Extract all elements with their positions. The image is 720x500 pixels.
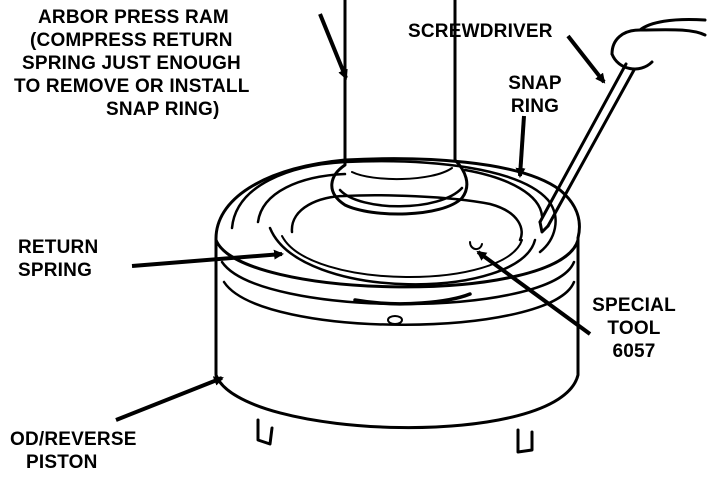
label-piston-line-1: OD/REVERSE bbox=[10, 429, 137, 450]
label-snap-ring-line-1: SNAP bbox=[508, 73, 562, 94]
label-return-spring: RETURN SPRING bbox=[18, 236, 98, 282]
label-ram-line-4: TO REMOVE OR INSTALL bbox=[14, 76, 250, 97]
label-special-tool: SPECIAL TOOL 6057 bbox=[578, 294, 690, 363]
special-tool-leader-arrow bbox=[476, 250, 592, 336]
label-special-tool-line-1: SPECIAL bbox=[592, 295, 676, 316]
special-tool-6057 bbox=[290, 194, 523, 250]
label-special-tool-line-2: TOOL bbox=[607, 318, 661, 339]
label-screwdriver: SCREWDRIVER bbox=[408, 21, 553, 42]
label-piston: OD/REVERSE PISTON bbox=[10, 428, 137, 474]
piston-leader-arrow bbox=[115, 376, 224, 422]
label-ram-line-3: SPRING JUST ENOUGH bbox=[22, 53, 241, 74]
screwdriver-leader-arrow bbox=[566, 34, 606, 84]
label-snap-ring-line-2: RING bbox=[510, 96, 560, 117]
snap-ring-leader-arrow bbox=[515, 115, 526, 178]
ram-leader-arrow bbox=[318, 13, 348, 80]
label-return-spring-line-2: SPRING bbox=[18, 260, 93, 281]
arbor-press-ram bbox=[330, 0, 469, 216]
label-ram-line-2: (COMPRESS RETURN bbox=[30, 30, 233, 51]
label-ram: ARBOR PRESS RAM (COMPRESS RETURN SPRING … bbox=[14, 6, 344, 121]
label-ram-line-5: SNAP RING) bbox=[106, 99, 220, 120]
label-piston-line-2: PISTON bbox=[26, 452, 98, 473]
piston-body bbox=[214, 157, 581, 454]
return-spring-rings bbox=[230, 159, 557, 325]
screwdriver bbox=[538, 18, 707, 234]
return-spring-leader-arrow bbox=[131, 249, 284, 268]
label-ram-line-1: ARBOR PRESS RAM bbox=[38, 7, 229, 28]
label-return-spring-line-1: RETURN bbox=[18, 237, 99, 258]
label-special-tool-line-3: 6057 bbox=[612, 341, 656, 362]
label-snap-ring: SNAP RING bbox=[490, 72, 580, 118]
